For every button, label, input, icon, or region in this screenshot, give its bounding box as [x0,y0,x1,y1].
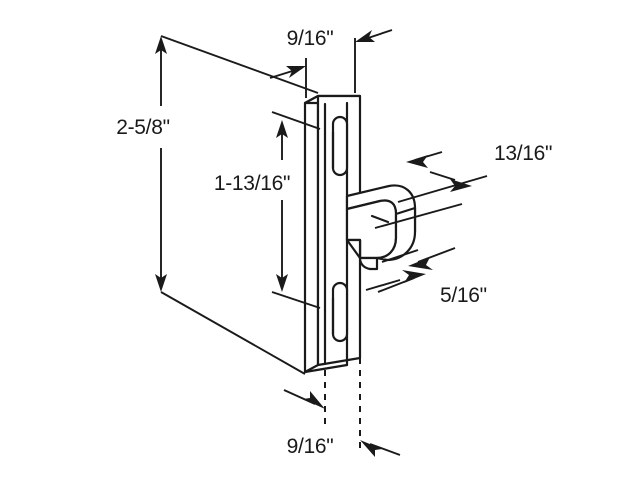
bottom-width-left-arrowhead [303,391,325,409]
hook-thickness-reference-line-2 [365,279,401,291]
bottom-width-right-leader [369,443,401,456]
overall-height-down-arrowhead [155,274,167,292]
slot-spacing-lower-extension [271,291,321,309]
lower-slot-aperture [331,281,349,343]
hook-throat-face [345,238,379,271]
dimension-hook-thickness: 5/16" [365,247,487,307]
hook-projection-reference-line-2 [374,203,463,229]
top-width-right-arrowhead [355,30,375,42]
overall-height-label: 2-5/8" [116,116,170,139]
upper-slot-aperture [331,115,349,177]
dimension-bottom-width: 9/16" [283,389,401,458]
hook-thickness-upper-arrowhead [408,257,433,270]
hook-surface-detail-tick [370,214,390,224]
hook-projection-reference-line [397,175,488,203]
dimension-overall-height: 2-5/8" [116,35,319,375]
hook-projection-lower-leader [429,171,456,181]
strike-plate-object [303,94,417,374]
slot-spacing-up-arrowhead [276,120,288,138]
overall-height-up-arrowhead [155,36,167,54]
dimension-top-width: 9/16" [269,27,393,98]
hook-projection-label: 13/16" [494,142,552,165]
slot-spacing-label: 1-13/16" [214,172,290,195]
hook-thickness-label: 5/16" [440,284,487,307]
slot-spacing-down-arrowhead [276,274,288,292]
top-width-label: 9/16" [287,27,334,50]
bottom-projection-lines [324,262,361,452]
hook-thickness-lower-arrowhead [402,270,426,283]
plate-bottom-edge [303,363,349,374]
dimension-slot-spacing: 1-13/16" [214,111,321,309]
hook-projection-upper-arrowhead [406,155,428,168]
overall-height-lower-extension [160,291,306,375]
plate-left-edge-face [303,94,320,374]
bottom-width-label: 9/16" [287,435,334,458]
slot-spacing-upper-extension [271,111,321,130]
overall-height-upper-extension [160,35,319,94]
bottom-width-right-arrowhead [360,440,382,457]
top-width-left-arrowhead [286,66,306,78]
hook-thickness-reference-line [381,249,419,263]
hook-projection-lower-arrowhead [450,179,472,192]
dimension-hook-projection: 13/16" [374,142,553,229]
